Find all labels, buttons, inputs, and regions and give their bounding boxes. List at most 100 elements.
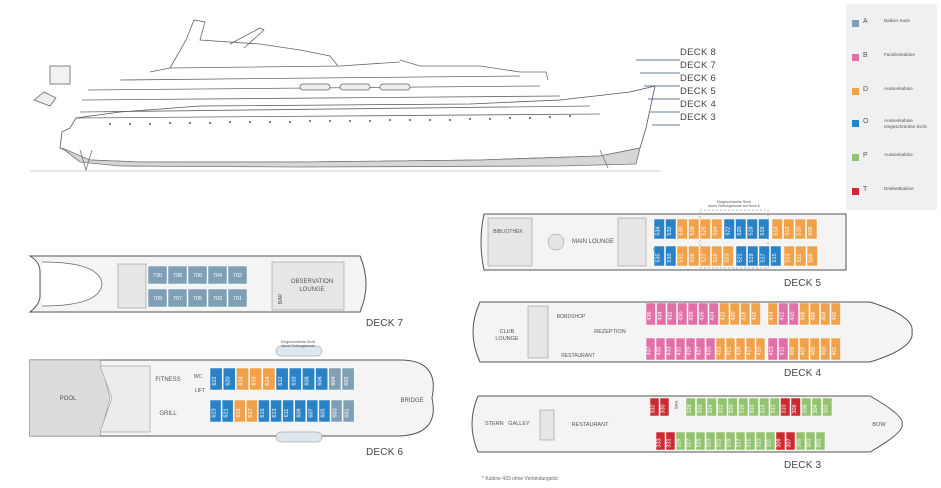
deck-4-cabin-409	[788, 337, 799, 361]
cabin-number-322: 322	[718, 404, 724, 413]
legend-desc: Aussenkabine	[884, 152, 913, 157]
deck-5-cabin-508	[806, 218, 818, 240]
deck-5-stair-round	[547, 233, 565, 251]
deck-6-cabin-615	[258, 399, 270, 423]
deck-5-library	[487, 217, 533, 267]
deck-3-cabin-328	[685, 397, 696, 417]
deck-4-cabin-408	[799, 302, 810, 326]
deck-4-title: DECK 4	[784, 368, 822, 379]
deck-4-cabin-412	[778, 302, 789, 326]
deck-6-fitness-label: FITNESS	[155, 377, 180, 383]
cabin-number-405: 405	[811, 346, 817, 355]
deck-4-lounge-label: LOUNGE	[495, 336, 519, 342]
deck-5-note-line2: durch Rettungsboote auf Deck 6	[708, 204, 760, 208]
deck-6-cabin-623	[209, 399, 222, 423]
deck-5-cabin-524	[711, 218, 723, 240]
cabin-number-615: 615	[260, 408, 266, 417]
cabin-number-707: 707	[173, 296, 182, 302]
deck-3-cabin-303	[805, 431, 816, 451]
deck-3-cabin-319	[725, 431, 736, 451]
deck-7-cabin-704	[207, 265, 228, 285]
cabin-number-610: 610	[291, 376, 297, 385]
deck-4-cabin-415	[755, 337, 766, 361]
deck-4-cabin-414	[767, 302, 778, 326]
cabin-number-320: 320	[729, 404, 735, 413]
cabin-number-401: 401	[832, 346, 838, 355]
deck-5-cabin-515	[770, 245, 782, 267]
deck-5-cabin-535	[653, 245, 665, 267]
legend-swatch	[852, 20, 859, 27]
cabin-number-619: 619	[236, 408, 242, 417]
deck-4-cabin-416	[750, 302, 761, 326]
cabin-number-307: 307	[787, 438, 793, 447]
cabin-number-301: 301	[817, 438, 823, 447]
cabin-number-412: 412	[779, 311, 785, 320]
deck-6-note-line1: Eingeschränkte Sicht	[281, 340, 315, 344]
footnote: * Kabine 433 ohne Verbindungstür	[482, 476, 559, 482]
deck-3-cabin-332	[649, 397, 660, 417]
deck-4-club-label: CLUB	[500, 329, 515, 335]
deck-5-cabin-512	[783, 218, 795, 240]
deck-3-cabin-307	[785, 431, 796, 451]
cabin-number-318: 318	[739, 404, 745, 413]
deck-5-note-line1: Eingeschränkte Sicht	[717, 200, 751, 204]
cabin-number-523: 523	[724, 253, 730, 262]
cabin-number-603: 603	[333, 408, 339, 417]
cabin-number-513: 513	[785, 253, 791, 262]
deck-3-cabin-327	[685, 431, 696, 451]
hull	[30, 19, 680, 172]
cabin-number-332: 332	[651, 404, 657, 413]
deck-7-cabin-703	[207, 288, 228, 308]
cabin-number-428: 428	[689, 311, 695, 320]
deck-6-lift-label: LIFT	[195, 388, 205, 394]
cabin-number-532: 532	[667, 226, 673, 235]
legend-item-p: P Aussenkabine	[846, 152, 937, 166]
cabin-number-618: 618	[239, 376, 245, 385]
deck-4-cabin-402	[830, 302, 841, 326]
cabin-number-518: 518	[748, 226, 754, 235]
cabin-number-512: 512	[785, 226, 791, 235]
deck-4-cabin-418	[740, 302, 751, 326]
legend-swatch	[852, 54, 859, 61]
deck-5-title: DECK 5	[784, 278, 822, 289]
deck-5-cabin-527	[699, 245, 711, 267]
cabin-number-609: 609	[296, 408, 302, 417]
side-deck-7: DECK 7	[680, 60, 717, 71]
deck-6-cabin-601	[342, 399, 355, 423]
deck-6-cabin-616	[249, 367, 263, 391]
deck-7-cabin-707	[167, 288, 188, 308]
cabin-number-411: 411	[779, 347, 785, 356]
cabin-number-430: 430	[678, 311, 684, 320]
deck-3-cabin-315	[745, 431, 756, 451]
cabin-number-435: 435	[657, 346, 663, 355]
cabin-number-531: 531	[678, 253, 684, 262]
deck-5-cabin-533	[665, 245, 677, 267]
deck-4-cabin-431	[675, 337, 686, 361]
deck-7-observation-label: OBSERVATION	[291, 279, 333, 285]
deck-6-wc-label: WC	[194, 374, 203, 380]
cabin-number-703: 703	[213, 296, 222, 302]
deck-3-cabin-322	[717, 397, 728, 417]
deck-3-cabin-321	[715, 431, 726, 451]
cabin-number-329: 329	[677, 438, 683, 447]
cabin-number-530: 530	[678, 226, 684, 235]
deck-6-bridge-label: BRIDGE	[400, 398, 423, 404]
cabin-number-514: 514	[773, 226, 779, 235]
cabin-number-529: 529	[690, 253, 696, 262]
deck-5-cabin-514	[771, 218, 783, 240]
deck-6-cabin-608	[302, 367, 315, 391]
cabin-number-305: 305	[797, 438, 803, 447]
deck-3-cabin-330	[659, 397, 670, 417]
deck-4-cabin-410	[788, 302, 799, 326]
deck-3-cabin-310	[780, 397, 791, 417]
cabin-number-311: 311	[767, 439, 773, 448]
legend-desc: Aussenkabine eingeschränkte Sicht	[884, 118, 927, 129]
deck-3-cabin-308	[790, 397, 801, 417]
deck-7-cabin-705	[187, 288, 208, 308]
deck-3-cabin-304	[811, 397, 822, 417]
legend-code: P	[863, 152, 868, 159]
deck-4-cabin-404	[820, 302, 831, 326]
deck-3-cabin-309	[775, 431, 786, 451]
